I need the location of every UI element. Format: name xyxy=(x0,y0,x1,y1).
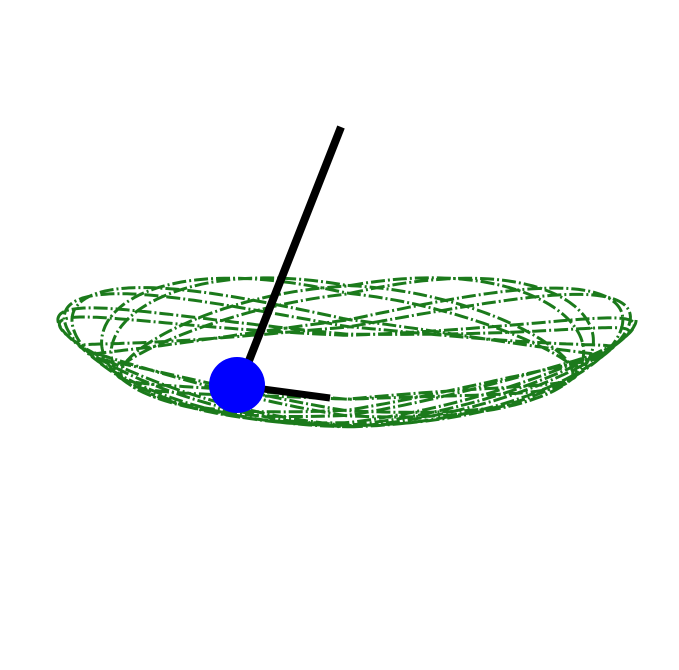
bob-trajectory xyxy=(56,276,638,429)
trajectory-path xyxy=(56,276,638,429)
pendulum-bob xyxy=(209,357,265,413)
pendulum-rod xyxy=(237,125,345,383)
